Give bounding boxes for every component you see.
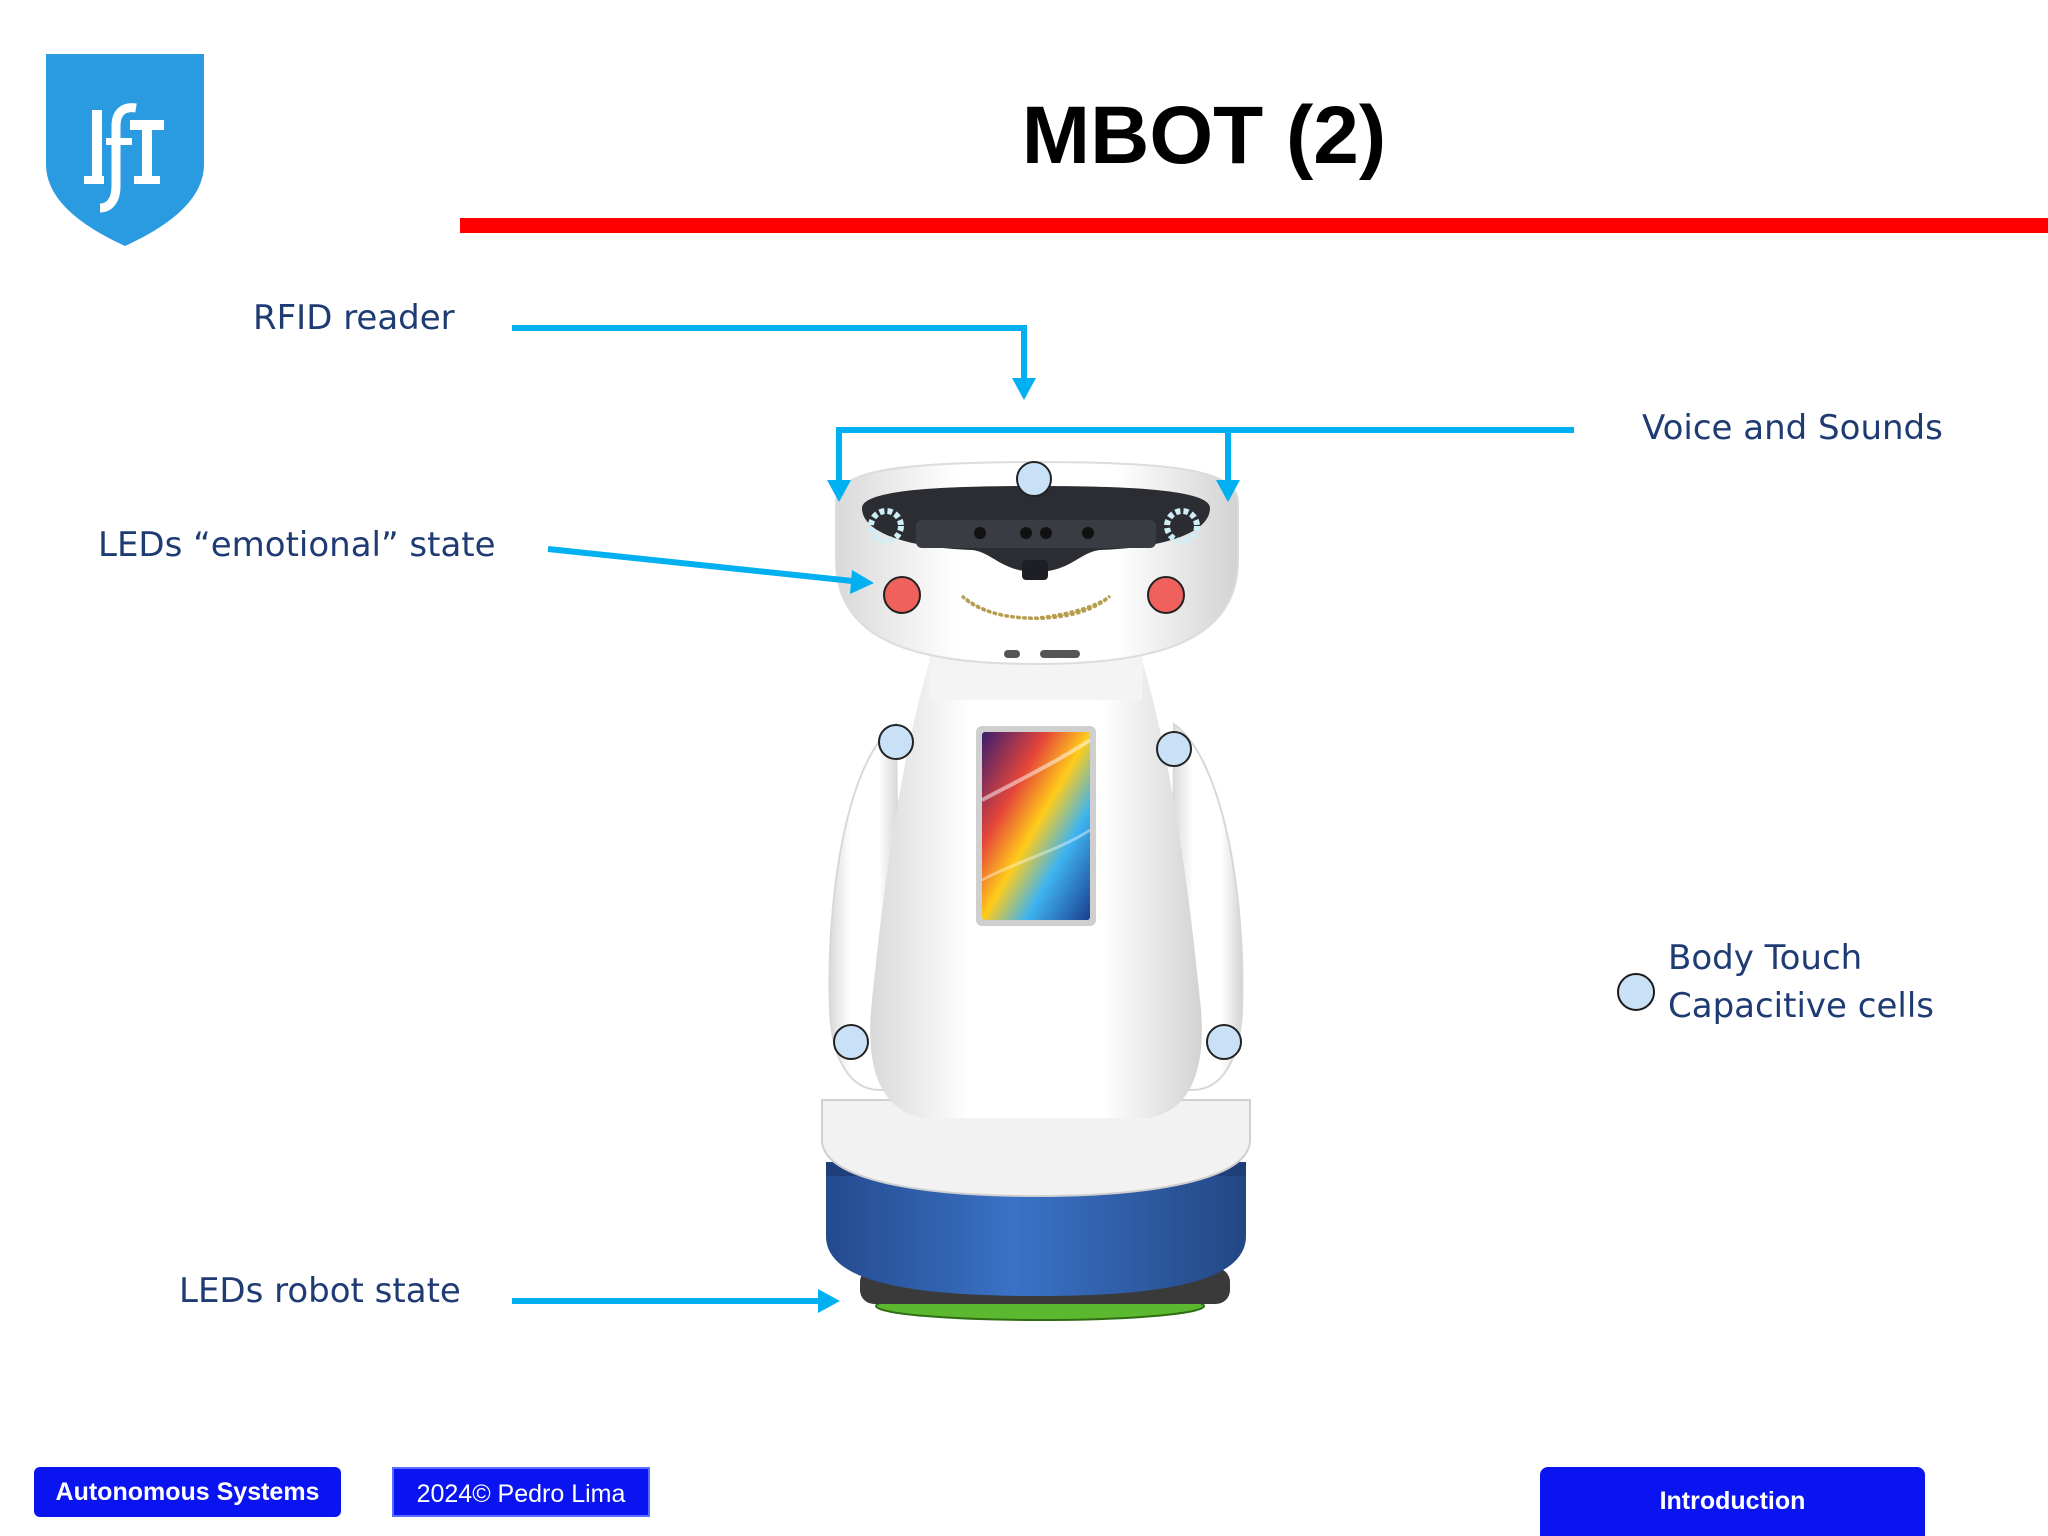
emotional-led-right <box>1147 576 1185 614</box>
mouth-led <box>960 594 1112 620</box>
ist-logo-icon <box>46 54 204 246</box>
label-body-touch: Body Touch Capacitive cells <box>1668 934 1934 1030</box>
voice-arrow <box>836 427 1574 482</box>
right-eye-icon <box>1164 508 1200 544</box>
touch-cell-head <box>1016 461 1052 497</box>
label-robot-state-leds: LEDs robot state <box>179 1271 461 1311</box>
rfid-arrow <box>512 325 1027 380</box>
touch-cell-legend-icon <box>1617 973 1655 1011</box>
touch-cell-right-shoulder <box>1156 731 1192 767</box>
robot-state-arrow <box>512 1289 840 1313</box>
footer-section: Introduction <box>1540 1467 1925 1536</box>
title-rule <box>460 218 2048 233</box>
footer-course-name: Autonomous Systems <box>34 1467 341 1517</box>
label-emotional-leds: LEDs “emotional” state <box>98 525 496 565</box>
emotional-arrow <box>547 546 874 594</box>
emotional-led-left <box>883 576 921 614</box>
left-eye-icon <box>868 508 904 544</box>
label-body-touch-line1: Body Touch <box>1668 938 1863 978</box>
touch-cell-right-hand <box>1206 1024 1242 1060</box>
footer-author: 2024© Pedro Lima <box>392 1467 650 1517</box>
slide-title: MBOT (2) <box>1021 90 1387 181</box>
touch-cell-left-shoulder <box>878 724 914 760</box>
touch-cell-left-hand <box>833 1024 869 1060</box>
robot-base <box>826 1162 1246 1296</box>
label-voice-and-sounds: Voice and Sounds <box>1642 408 1943 448</box>
label-body-touch-line2: Capacitive cells <box>1668 986 1934 1026</box>
label-rfid-reader: RFID reader <box>253 298 455 338</box>
